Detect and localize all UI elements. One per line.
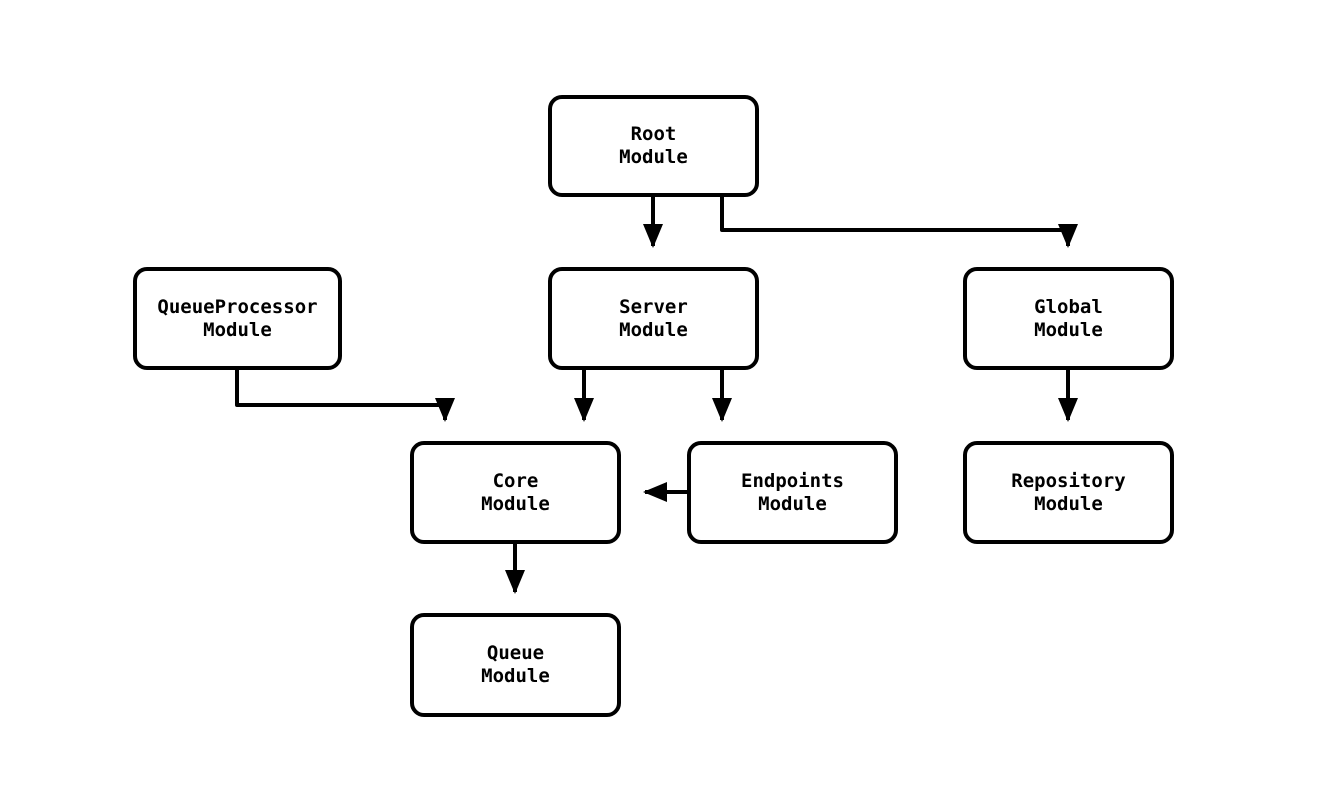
node-server-module-label: Server Module <box>619 295 688 341</box>
node-repository-module[interactable]: Repository Module <box>963 441 1174 544</box>
node-queue-module-label: Queue Module <box>481 642 550 687</box>
edge-queueprocessor-to-core <box>235 370 455 422</box>
node-root-module[interactable]: Root Module <box>548 95 759 197</box>
node-global-module[interactable]: Global Module <box>963 267 1174 370</box>
node-queueprocessor-module-label: QueueProcessor Module <box>157 295 318 341</box>
node-root-module-label: Root Module <box>619 123 688 168</box>
node-endpoints-module[interactable]: Endpoints Module <box>687 441 898 544</box>
node-core-module-label: Core Module <box>481 469 550 515</box>
node-repository-module-label: Repository Module <box>1011 469 1126 515</box>
node-global-module-label: Global Module <box>1034 295 1103 341</box>
node-server-module[interactable]: Server Module <box>548 267 759 370</box>
node-queue-module[interactable]: Queue Module <box>410 613 621 717</box>
node-queueprocessor-module[interactable]: QueueProcessor Module <box>133 267 342 370</box>
node-core-module[interactable]: Core Module <box>410 441 621 544</box>
edge-root-to-global <box>720 197 1078 248</box>
node-endpoints-module-label: Endpoints Module <box>741 469 844 515</box>
